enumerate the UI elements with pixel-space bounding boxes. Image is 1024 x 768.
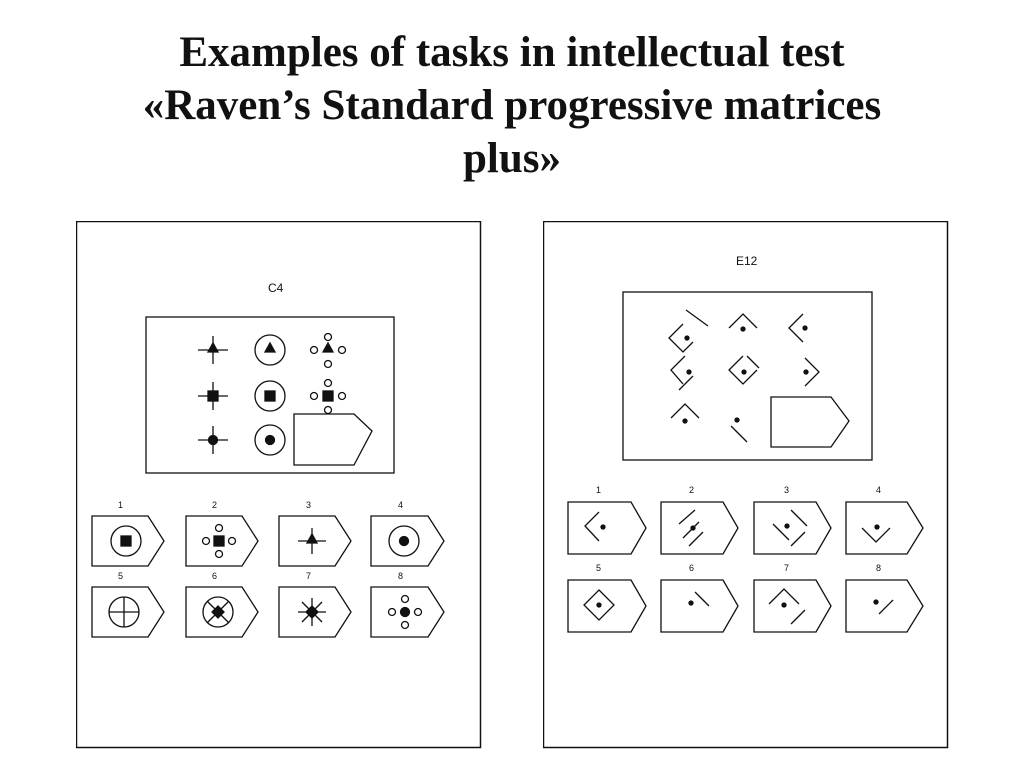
cell-r2c3: [803, 357, 820, 387]
cell-dots-square: [309, 378, 347, 415]
cell-r1c1: [668, 309, 709, 353]
cell-cross-square: [198, 382, 228, 410]
missing-cell: [293, 413, 373, 466]
cell-r1c3: [788, 313, 808, 343]
svg-text:2: 2: [212, 500, 217, 510]
task-code: E12: [736, 254, 758, 268]
svg-text:1: 1: [596, 485, 601, 495]
answer-option-3[interactable]: 3: [278, 500, 352, 567]
cell-circle-dot: [254, 424, 286, 456]
svg-text:4: 4: [876, 485, 881, 495]
svg-text:7: 7: [784, 563, 789, 573]
test-page-frame: [543, 221, 949, 749]
answer-option-1[interactable]: 1: [91, 500, 165, 567]
slide-title: Examples of tasks in intellectual test «…: [0, 26, 1024, 185]
answer-option-2[interactable]: 2: [185, 500, 259, 567]
answer-option-5[interactable]: 5: [91, 571, 165, 638]
answer-option-5[interactable]: 5: [567, 563, 647, 633]
svg-text:3: 3: [784, 485, 789, 495]
answer-option-3[interactable]: 3: [753, 485, 832, 555]
cell-circle-triangle: [254, 334, 286, 366]
svg-text:5: 5: [596, 563, 601, 573]
svg-text:3: 3: [306, 500, 311, 510]
title-line-2: «Raven’s Standard progressive matrices: [142, 82, 882, 129]
answer-option-8[interactable]: 8: [845, 563, 924, 633]
cell-cross-triangle: [198, 336, 228, 364]
missing-cell: [770, 396, 850, 448]
raven-task-c4: C4 1 2: [76, 221, 482, 749]
cell-r2c1: [670, 355, 694, 391]
cell-r2c2: [728, 355, 760, 385]
cell-r1c2: [728, 313, 758, 332]
title-line-1: Examples of tasks in intellectual test: [179, 29, 845, 76]
svg-text:1: 1: [118, 500, 123, 510]
answer-option-2[interactable]: 2: [660, 485, 739, 555]
answer-option-4[interactable]: 4: [845, 485, 924, 555]
task-code: C4: [268, 281, 284, 295]
test-page-frame: [76, 221, 482, 749]
svg-text:8: 8: [876, 563, 881, 573]
answer-option-6[interactable]: 6: [185, 571, 259, 638]
problem-matrix: [622, 291, 873, 461]
answer-option-1[interactable]: 1: [567, 485, 647, 555]
answer-option-8[interactable]: 8: [370, 571, 445, 638]
cell-circle-square: [254, 380, 286, 412]
svg-text:6: 6: [689, 563, 694, 573]
answer-option-6[interactable]: 6: [660, 563, 739, 633]
svg-text:5: 5: [118, 571, 123, 581]
svg-text:8: 8: [398, 571, 403, 581]
raven-task-e12: E12 1 2 3 4 5 6: [543, 221, 949, 749]
cell-cross-dot: [198, 426, 228, 454]
answer-option-7[interactable]: 7: [753, 563, 832, 633]
answer-option-4[interactable]: 4: [370, 500, 445, 567]
problem-matrix: [145, 316, 395, 474]
title-line-3: plus»: [462, 135, 561, 182]
answer-option-7[interactable]: 7: [278, 571, 352, 638]
cell-r3c1: [670, 403, 700, 424]
svg-text:7: 7: [306, 571, 311, 581]
cell-r3c2: [730, 417, 748, 443]
svg-text:4: 4: [398, 500, 403, 510]
svg-text:2: 2: [689, 485, 694, 495]
svg-text:6: 6: [212, 571, 217, 581]
cell-dots-triangle: [309, 332, 347, 369]
